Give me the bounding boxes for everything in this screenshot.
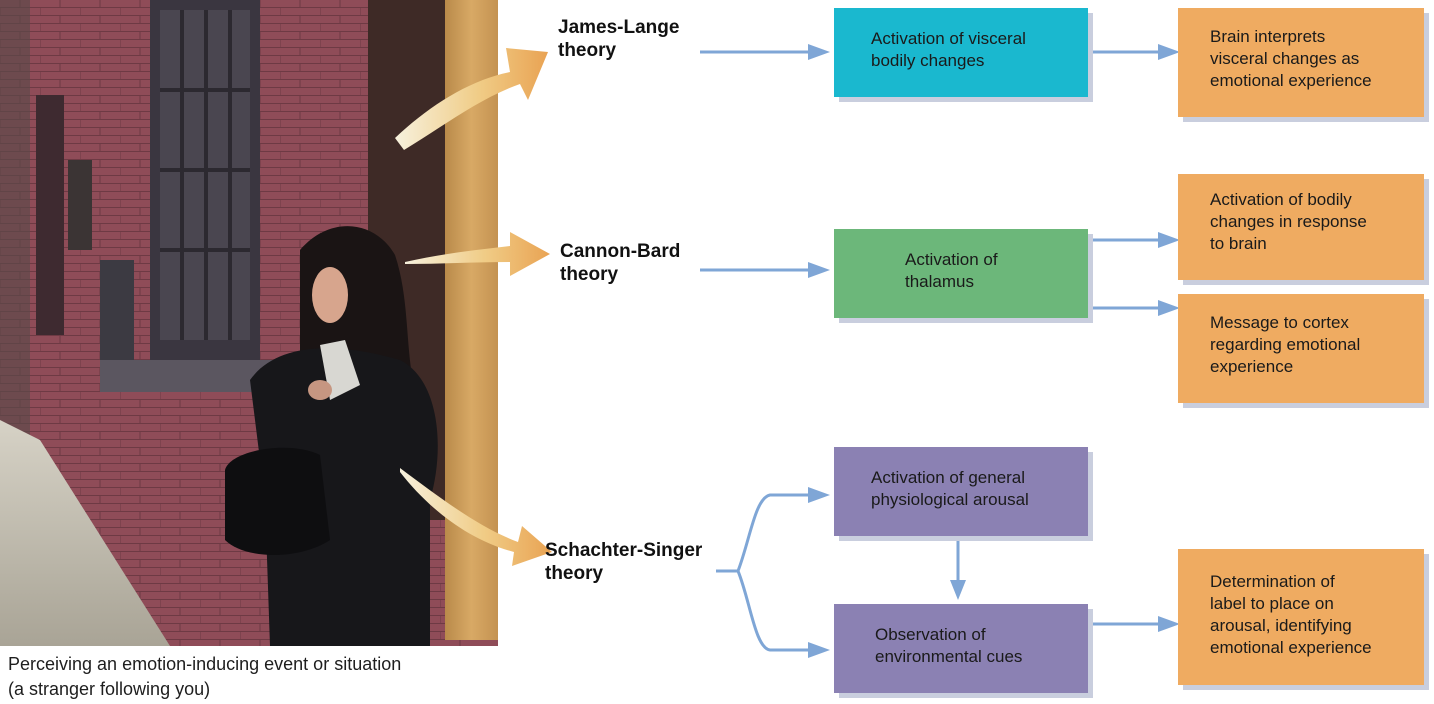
theory-label-cannon-bard: Cannon-Bard theory xyxy=(560,240,680,286)
arrowhead-jl-1 xyxy=(808,44,830,60)
box-line: Message to cortex xyxy=(1210,313,1349,332)
box-line: Activation of visceral xyxy=(871,29,1026,48)
box-bodily-changes-response: Activation of bodily changes in response… xyxy=(1178,174,1424,280)
box-line: experience xyxy=(1210,357,1294,376)
box-line: bodily changes xyxy=(871,51,985,70)
stimulus-arrow-cannon-bard xyxy=(405,232,550,276)
theory-word: theory xyxy=(558,40,617,61)
box-activation-thalamus: Activation of thalamus xyxy=(834,229,1088,318)
caption-line-2: (a stranger following you) xyxy=(8,679,211,699)
box-line: Activation of general xyxy=(871,468,1026,487)
box-line: emotional experience xyxy=(1210,71,1372,90)
box-visceral-bodily-changes: Activation of visceral bodily changes xyxy=(834,8,1088,97)
box-line: changes in response xyxy=(1210,212,1367,231)
theory-word: theory xyxy=(545,563,604,584)
theory-name: Schachter-Singer xyxy=(545,540,703,561)
arrowhead-ss-down xyxy=(950,580,966,600)
box-line: Observation of xyxy=(875,625,986,644)
box-line: physiological arousal xyxy=(871,490,1029,509)
box-line: to brain xyxy=(1210,234,1267,253)
arrow-ss-fork xyxy=(716,493,812,652)
arrowhead-cb-1 xyxy=(808,262,830,278)
caption-line-1: Perceiving an emotion-inducing event or … xyxy=(8,654,402,674)
box-environmental-cues: Observation of environmental cues xyxy=(834,604,1088,693)
arrowhead-cb-2b xyxy=(1158,300,1180,316)
arrowhead-ss-upper xyxy=(808,487,830,503)
box-brain-interprets: Brain interprets visceral changes as emo… xyxy=(1178,8,1424,117)
arrowhead-jl-2 xyxy=(1158,44,1180,60)
box-line: Activation of xyxy=(905,250,998,269)
box-line: regarding emotional xyxy=(1210,335,1361,354)
box-determination-label: Determination of label to place on arous… xyxy=(1178,549,1424,685)
photo-woman-by-brick-wall xyxy=(0,0,498,646)
box-line: Brain interprets xyxy=(1210,27,1326,46)
theory-name: Cannon-Bard xyxy=(560,241,681,262)
box-message-to-cortex: Message to cortex regarding emotional ex… xyxy=(1178,294,1424,403)
box-line: Determination of xyxy=(1210,572,1335,591)
theory-name: James-Lange xyxy=(558,17,680,38)
stimulus-arrow-schachter-singer xyxy=(400,468,552,566)
box-general-arousal: Activation of general physiological arou… xyxy=(834,447,1088,536)
box-line: arousal, identifying xyxy=(1210,616,1352,635)
arrowhead-cb-2a xyxy=(1158,232,1180,248)
theory-label-james-lange: James-Lange theory xyxy=(558,16,679,62)
box-line: visceral changes as xyxy=(1210,49,1360,68)
stimulus-arrow-james-lange xyxy=(395,48,548,150)
box-line: environmental cues xyxy=(875,647,1023,666)
box-line: emotional experience xyxy=(1210,638,1372,657)
arrowhead-ss-out xyxy=(1158,616,1180,632)
theory-label-schachter-singer: Schachter-Singer theory xyxy=(545,539,702,585)
photo-caption: Perceiving an emotion-inducing event or … xyxy=(8,652,508,702)
theory-word: theory xyxy=(560,264,619,285)
box-line: thalamus xyxy=(905,272,974,291)
arrowhead-ss-lower xyxy=(808,642,830,658)
box-line: label to place on xyxy=(1210,594,1334,613)
box-line: Activation of bodily xyxy=(1210,190,1352,209)
